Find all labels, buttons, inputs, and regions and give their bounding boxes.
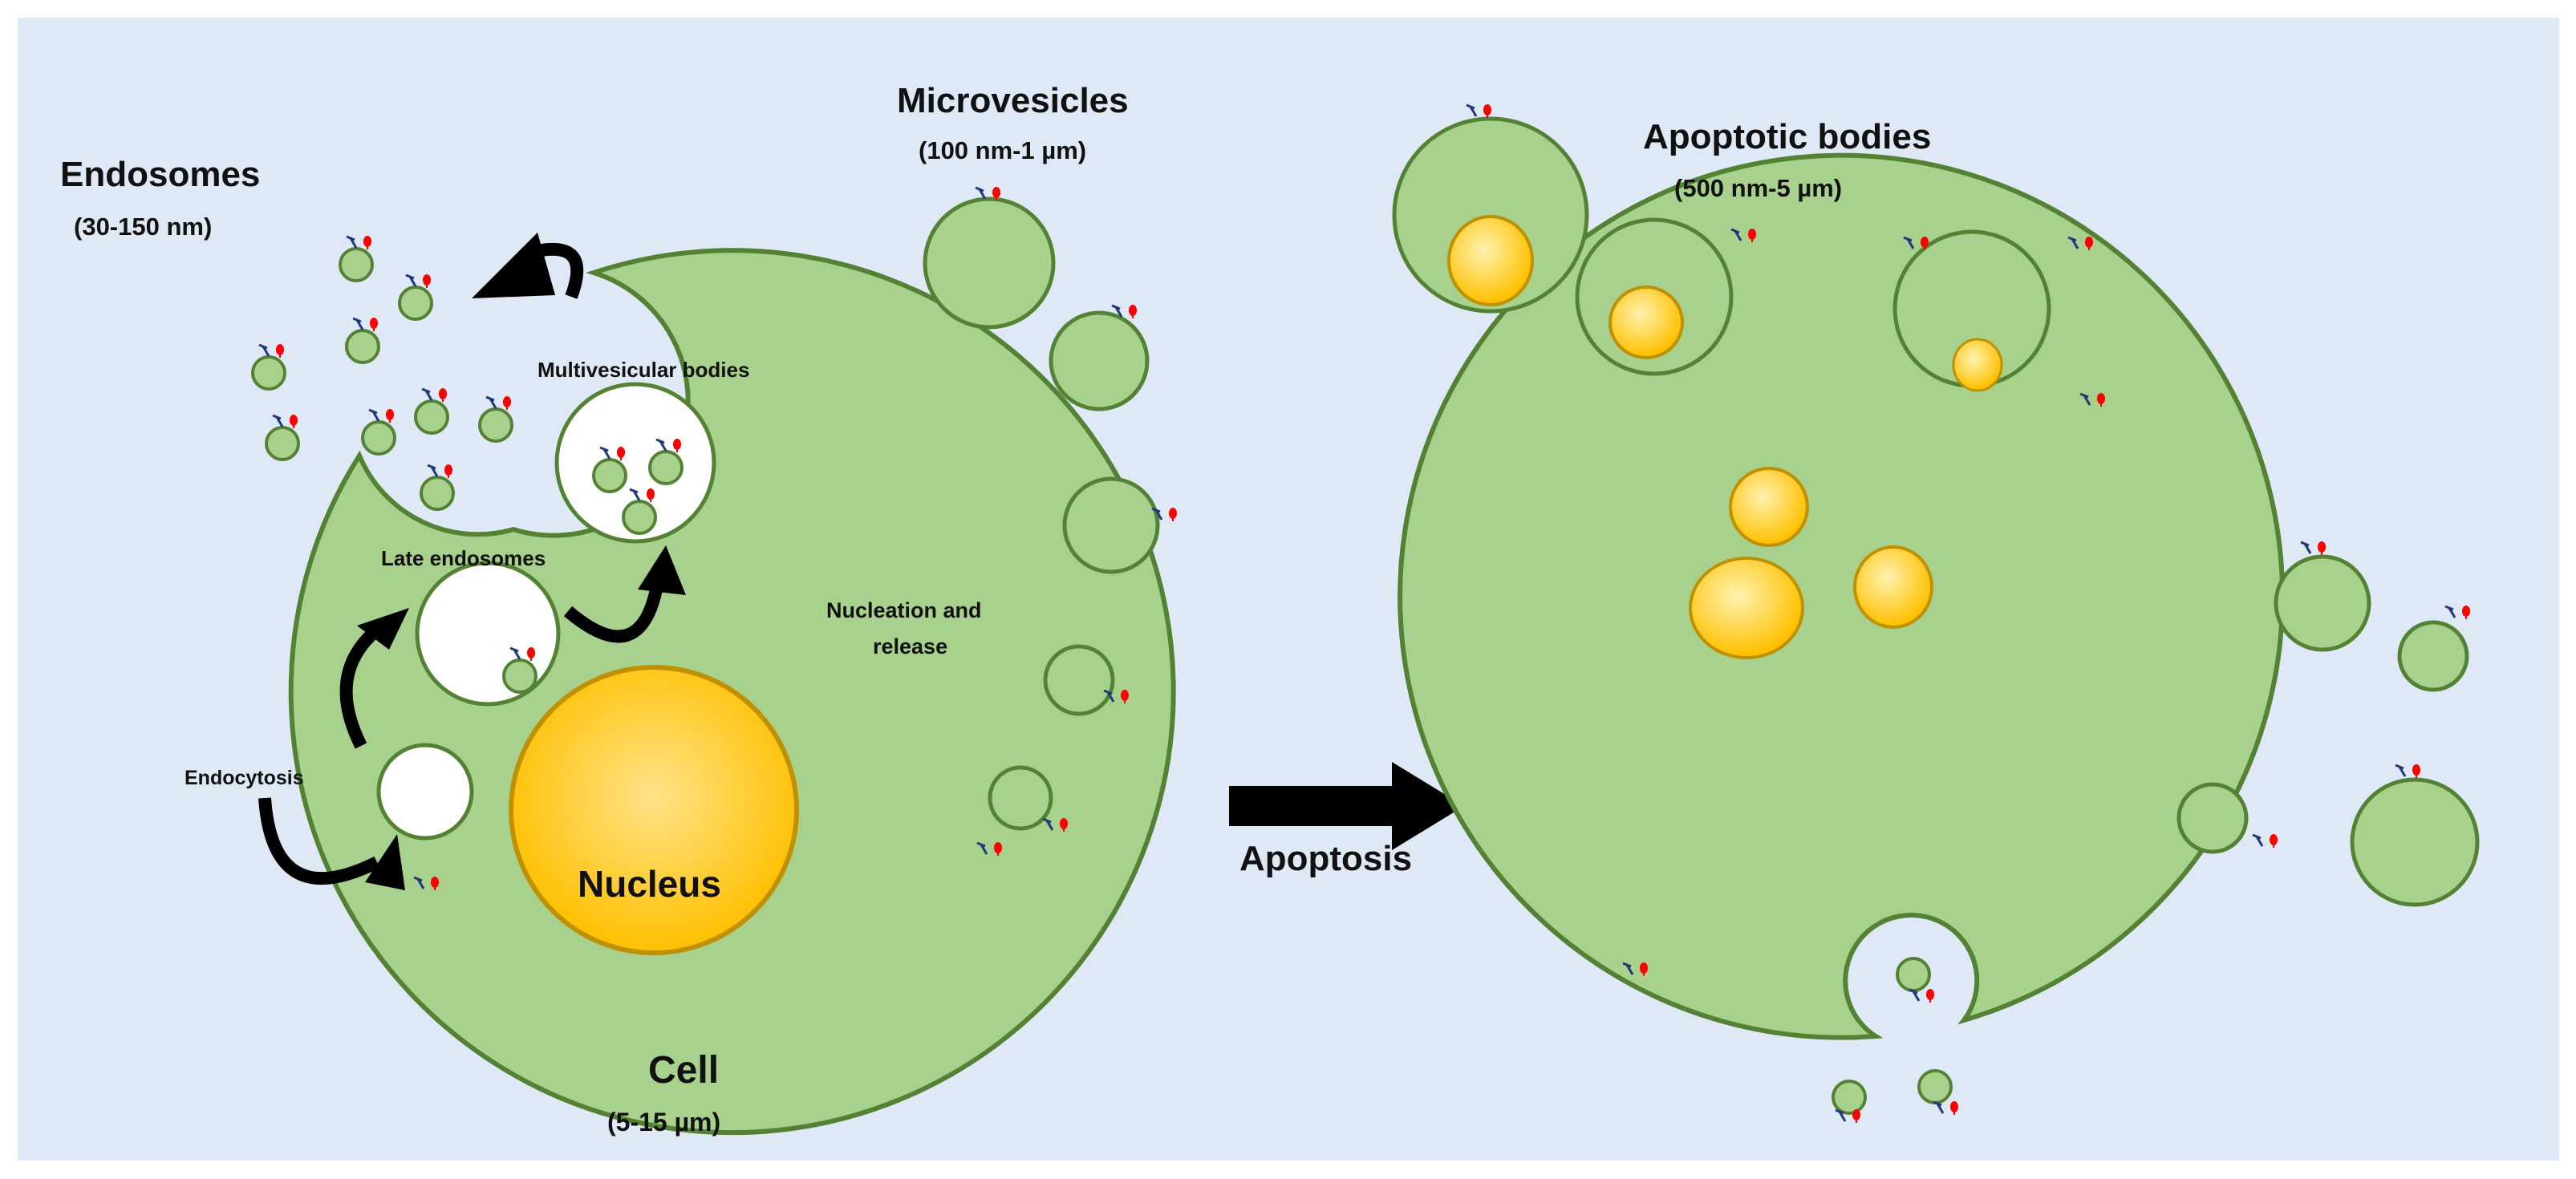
- apoptotic-bodies-title: Apoptotic bodies: [1643, 117, 1931, 156]
- right-arrow-icon: [1229, 762, 1464, 850]
- nuclear-fragment: [1689, 557, 1804, 659]
- intraluminal-vesicle: [648, 450, 684, 485]
- multivesicular-body: [554, 382, 716, 544]
- nucleus-label: Nucleus: [578, 863, 721, 905]
- late-endosome: [415, 561, 561, 707]
- endocytosis-label: Endocytosis: [185, 767, 304, 789]
- microvesicle: [1049, 310, 1150, 411]
- curved-arrow-head-icon: [472, 233, 555, 298]
- apoptotic-body: [1896, 957, 1931, 992]
- cell-left: [251, 185, 1178, 1136]
- exosome: [251, 355, 286, 391]
- late-endosome-vesicle: [415, 561, 561, 707]
- curved-arrow-head-icon: [357, 608, 409, 650]
- microvesicle: [923, 196, 1056, 330]
- exosome: [339, 247, 374, 282]
- microvesicles-title: Microvesicles: [897, 81, 1129, 120]
- labels: Endosomes (30-150 nm) Microvesicles (100…: [60, 81, 1931, 1136]
- membrane-buds: [988, 644, 1115, 831]
- curved-arrow-icon: [258, 797, 380, 885]
- microvesicle: [1062, 476, 1160, 574]
- apoptotic-body: [1917, 1069, 1953, 1104]
- curved-arrow-head-icon: [638, 545, 686, 595]
- intraluminal-vesicle: [622, 500, 657, 535]
- exosome: [414, 399, 449, 435]
- cell-right: [1392, 103, 2480, 1124]
- apoptotic-body: [2350, 777, 2480, 907]
- nuclear-fragment: [1853, 545, 1933, 629]
- endosomes-title: Endosomes: [60, 155, 260, 194]
- exosome: [361, 420, 396, 456]
- apoptotic-cell-membrane: [1398, 152, 2286, 1040]
- cell-title: Cell: [648, 1049, 719, 1092]
- endosomes-size: (30-150 nm): [74, 213, 212, 241]
- nuclear-fragment: [1729, 467, 1809, 547]
- exosomes: [251, 234, 513, 511]
- nuclear-fragment: [1952, 338, 2003, 392]
- bud-upper: [1043, 644, 1115, 716]
- nuclear-fragment: [1447, 215, 1534, 306]
- nucleation-label-line1: Nucleation and: [826, 598, 982, 622]
- process-arrows: [258, 233, 686, 890]
- exosome: [420, 476, 455, 511]
- curved-arrow-icon: [339, 624, 382, 749]
- apoptotic-body: [1832, 1080, 1867, 1115]
- late-endosomes-label: Late endosomes: [381, 546, 546, 570]
- mvb-label: Multivesicular bodies: [538, 358, 749, 382]
- microvesicles: [412, 185, 1178, 892]
- cell-size: (5-15 µm): [607, 1108, 720, 1136]
- mvb-vesicle: [554, 382, 716, 544]
- endocytosis-pocket: [376, 743, 474, 841]
- apoptotic-bodies: [1392, 116, 2480, 1115]
- apoptotic-body: [2397, 620, 2469, 692]
- exosome: [265, 426, 300, 461]
- exosome: [345, 329, 380, 364]
- apoptotic-body: [2274, 554, 2371, 652]
- nucleation-label-line2: release: [873, 634, 947, 658]
- microvesicles-size: (100 nm-1 µm): [919, 136, 1086, 164]
- intraluminal-vesicle: [502, 658, 538, 694]
- exosome: [478, 407, 513, 443]
- bud-lower: [988, 765, 1053, 831]
- apoptosis-label: Apoptosis: [1239, 839, 1412, 878]
- membrane-bleb: [2176, 782, 2249, 854]
- intraluminal-vesicle: [592, 458, 627, 493]
- curved-arrow-head-icon: [365, 834, 405, 890]
- exosome: [398, 286, 433, 321]
- nuclear-fragment: [1608, 286, 1684, 359]
- nuclear-fragments: [1689, 338, 2003, 659]
- curved-arrow-icon: [528, 242, 584, 299]
- curved-arrow-icon: [563, 580, 664, 643]
- apoptotic-bodies-size: (500 nm-5 µm): [1674, 174, 1842, 202]
- nucleus: [509, 665, 799, 955]
